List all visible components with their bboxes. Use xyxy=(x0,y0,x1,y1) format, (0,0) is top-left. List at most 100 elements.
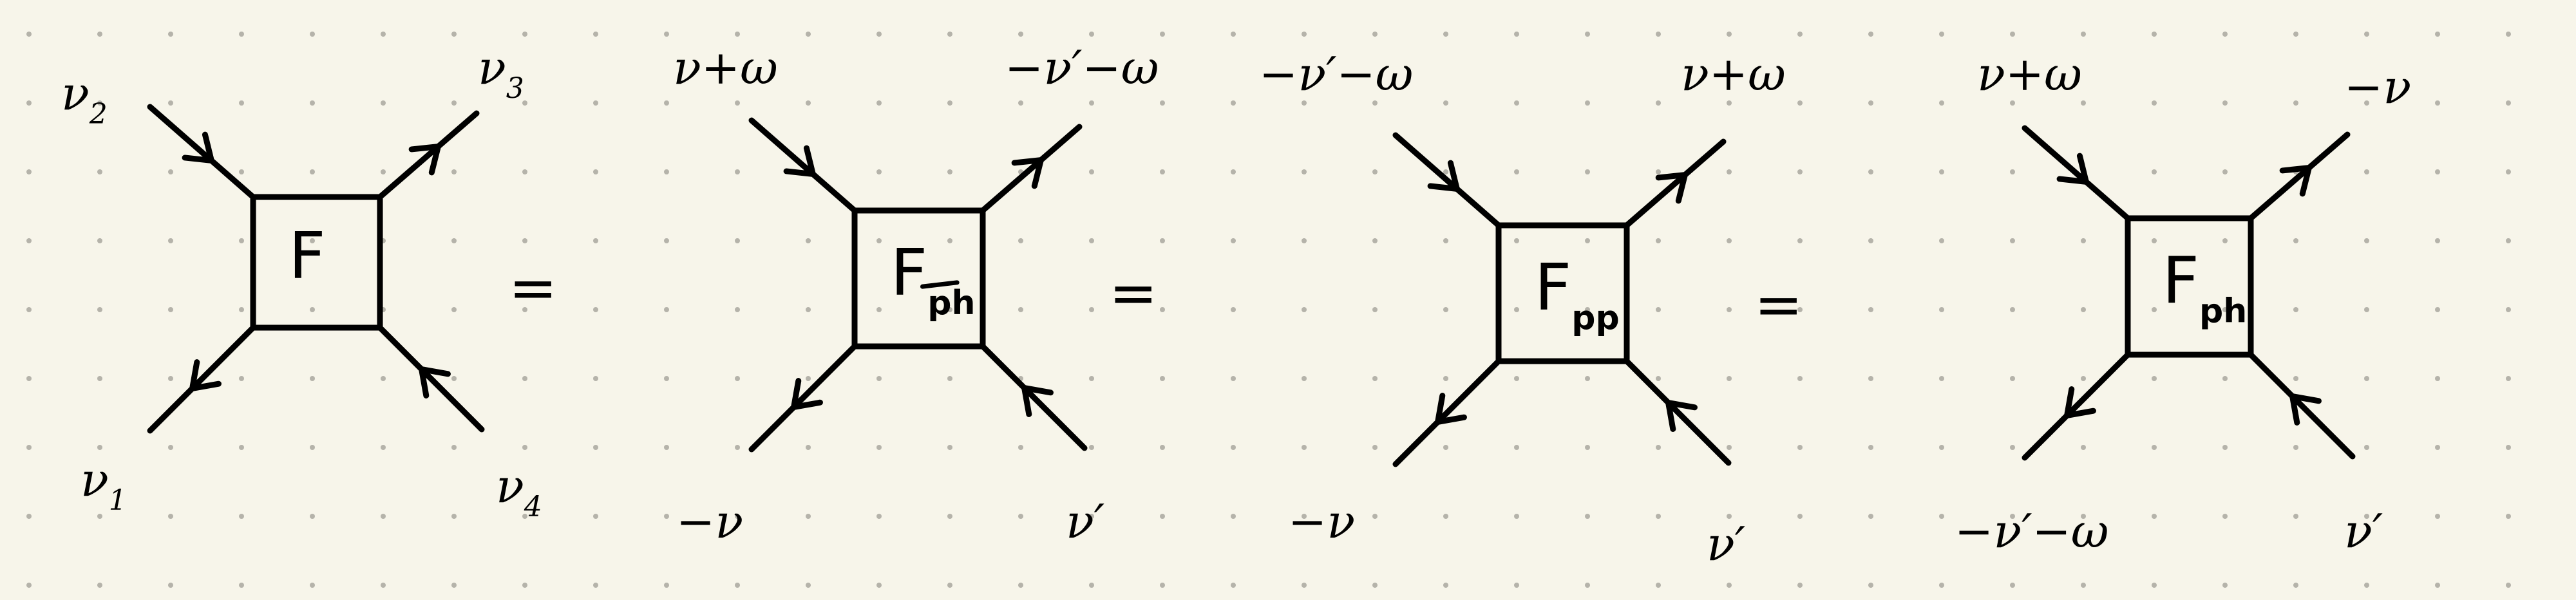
grid-dot xyxy=(522,583,527,588)
grid-dot xyxy=(168,169,173,174)
vertex-label: Fph xyxy=(891,235,976,323)
grid-dot xyxy=(451,514,457,519)
grid-dot xyxy=(1656,238,1661,243)
propagator-line-bottom-left xyxy=(2022,352,2131,461)
grid-dot xyxy=(168,583,173,588)
grid-dot xyxy=(26,169,32,174)
grid-dot xyxy=(735,445,740,450)
grid-dot xyxy=(522,445,527,450)
grid-dot xyxy=(806,583,811,588)
grid-dot xyxy=(522,376,527,381)
grid-dot xyxy=(1939,100,1944,106)
grid-dot xyxy=(2435,32,2440,37)
grid-dot xyxy=(239,445,244,450)
grid-dot xyxy=(1514,32,1519,37)
grid-dot xyxy=(1160,100,1165,106)
grid-dot xyxy=(2293,100,2298,106)
grid-dot xyxy=(2435,307,2440,312)
grid-dot xyxy=(2010,514,2015,519)
grid-dot xyxy=(26,514,32,519)
grid-dot xyxy=(876,514,882,519)
grid-dot xyxy=(310,32,315,37)
grid-dot xyxy=(876,445,882,450)
frequency-label-bottom-left: −ν xyxy=(676,494,743,548)
grid-dot xyxy=(1797,169,1803,174)
grid-dot xyxy=(806,307,811,312)
grid-dot xyxy=(1868,514,1873,519)
grid-dot xyxy=(1797,307,1803,312)
grid-dot xyxy=(2222,514,2228,519)
vertex-label: Fpp xyxy=(1535,250,1620,337)
grid-dot xyxy=(664,376,669,381)
propagator-line-bottom-right xyxy=(377,324,485,433)
grid-dot xyxy=(2364,307,2369,312)
grid-dot xyxy=(2010,376,2015,381)
grid-dot xyxy=(664,100,669,106)
grid-dot xyxy=(876,583,882,588)
grid-dot xyxy=(593,100,598,106)
grid-dot xyxy=(2081,445,2086,450)
grid-dot xyxy=(1514,100,1519,106)
grid-dot xyxy=(381,445,386,450)
grid-dot xyxy=(1160,32,1165,37)
grid-dot xyxy=(806,376,811,381)
grid-dot xyxy=(2435,514,2440,519)
grid-dot xyxy=(735,307,740,312)
grid-dot xyxy=(947,514,952,519)
grid-dot xyxy=(1372,307,1378,312)
vertex-box xyxy=(250,194,383,331)
vertex-box xyxy=(851,207,986,350)
grid-dot xyxy=(239,238,244,243)
dot-grid xyxy=(26,32,2511,588)
grid-dot xyxy=(1160,169,1165,174)
grid-dot xyxy=(2010,307,2015,312)
grid-dot xyxy=(1302,100,1307,106)
propagator-line-bottom-left xyxy=(748,343,858,453)
grid-dot xyxy=(1514,445,1519,450)
grid-dot xyxy=(806,32,811,37)
grid-dot xyxy=(451,445,457,450)
vertex-box xyxy=(1495,222,1630,364)
grid-dot xyxy=(2506,514,2511,519)
grid-dot xyxy=(593,238,598,243)
grid-dot xyxy=(1514,376,1519,381)
grid-dot xyxy=(26,307,32,312)
frequency-label-bottom-right: ν′ xyxy=(1707,517,1745,571)
grid-dot xyxy=(1727,100,1732,106)
grid-dot xyxy=(1302,445,1307,450)
grid-dot xyxy=(1372,583,1378,588)
grid-dot xyxy=(2364,514,2369,519)
vertex-label: F xyxy=(289,218,326,294)
arrow-icon xyxy=(1011,157,1044,189)
grid-dot xyxy=(1868,307,1873,312)
grid-dot xyxy=(1372,238,1378,243)
grid-dot xyxy=(1231,514,1236,519)
grid-dot xyxy=(1656,514,1661,519)
grid-dot xyxy=(1868,583,1873,588)
grid-dot xyxy=(1514,307,1519,312)
grid-dot xyxy=(168,32,173,37)
grid-dot xyxy=(97,376,102,381)
grid-dot xyxy=(1585,583,1590,588)
propagator-line-top-left xyxy=(2022,125,2131,221)
grid-dot xyxy=(310,100,315,106)
grid-dot xyxy=(1372,169,1378,174)
grid-dot xyxy=(735,583,740,588)
grid-dot xyxy=(451,238,457,243)
grid-dot xyxy=(1514,238,1519,243)
grid-dot xyxy=(381,376,386,381)
grid-dot xyxy=(2010,169,2015,174)
frequency-label-top-left: ν2 xyxy=(61,66,108,131)
grid-dot xyxy=(522,100,527,106)
grid-dot xyxy=(1443,376,1448,381)
grid-dot xyxy=(1018,238,1023,243)
grid-dot xyxy=(1018,445,1023,450)
grid-dot xyxy=(947,169,952,174)
grid-dot xyxy=(1797,514,1803,519)
grid-dot xyxy=(310,514,315,519)
grid-dot xyxy=(1443,583,1448,588)
grid-dot xyxy=(1372,376,1378,381)
grid-dot xyxy=(1231,376,1236,381)
